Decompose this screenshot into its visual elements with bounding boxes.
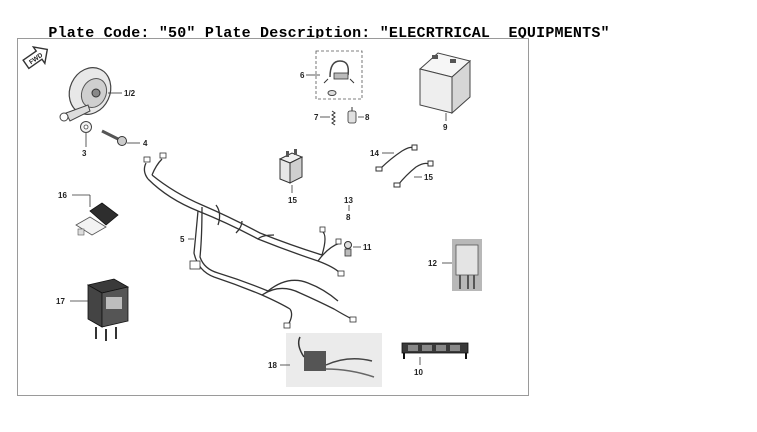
forward-direction-icon: FWD [22,45,49,70]
callout-5: 5 [180,235,185,244]
exploded-parts-diagram: FWD 1/2 3 4 6 7 8 [17,38,529,396]
callout-15-wire: 15 [424,173,433,182]
spring-part [331,110,336,126]
fuse-bracket-part [401,342,469,359]
callout-11: 11 [363,243,372,252]
starter-cable-part [286,333,382,387]
horn-part [59,67,112,122]
callout-4: 4 [143,139,148,148]
stop-switch-part [323,60,355,96]
wire-lead-part-2 [393,160,434,188]
plate-header: Plate Code: "50" Plate Description: "ELE… [30,8,610,42]
callout-14: 14 [370,149,379,158]
bolt-part [101,129,127,146]
flasher-relay-part [278,149,304,184]
callout-8-bottom: 8 [346,213,351,222]
callout-13: 13 [344,196,353,205]
callout-18: 18 [268,361,277,370]
plate-description-label: Plate Description: [204,25,371,42]
wire-lead-part [375,144,418,172]
plate-code-value: "50" [158,25,196,42]
starter-relay-part [452,239,482,291]
bulb-socket-part [344,241,352,257]
callout-3: 3 [82,149,87,158]
callout-1-2: 1/2 [124,89,136,98]
battery-part [418,52,472,115]
callout-8-top: 8 [365,113,370,122]
connector-part [75,202,119,236]
plunger-part [347,107,357,124]
callout-17: 17 [56,297,65,306]
callout-12: 12 [428,259,437,268]
callout-6: 6 [300,71,305,80]
callout-10: 10 [414,368,423,377]
plate-code-label: Plate Code: [48,25,150,42]
callout-9: 9 [443,123,448,132]
callout-16: 16 [58,191,67,200]
harness-connectors [143,152,357,329]
washer-part [80,121,92,133]
callout-15-relay: 15 [288,196,297,205]
wiring-harness-part [143,158,353,326]
plate-description-value: "ELECRTRICAL EQUIPMENTS" [379,25,610,42]
callout-7: 7 [314,113,319,122]
dashed-group-box [315,50,363,100]
regulator-relay-part [86,278,130,341]
